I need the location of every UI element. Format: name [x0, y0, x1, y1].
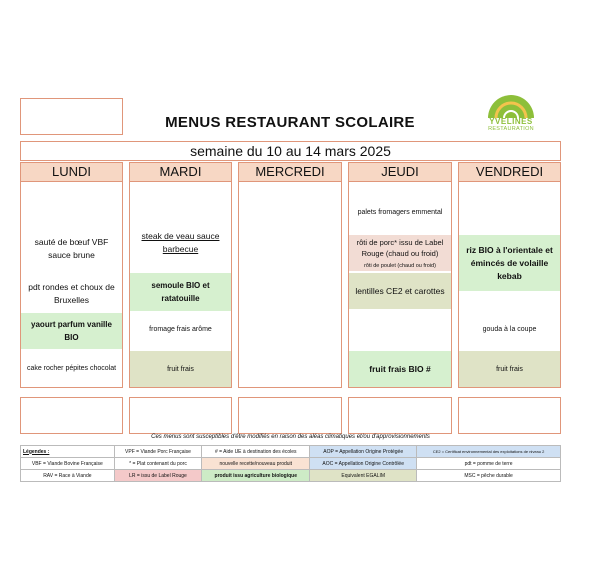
menu-cell: fruit frais [459, 351, 560, 387]
day-column-mercredi: MERCREDI [238, 162, 342, 388]
legend-table: Légendes : VPF = Viande Porc Française #… [20, 445, 561, 482]
disclaimer-note: Ces menus sont susceptibles d'être modif… [151, 434, 430, 440]
legend-cell: CE2 = Certificat environnemental des exp… [416, 445, 561, 458]
day-column-vendredi: VENDREDI riz BIO à l'orientale et émincé… [458, 162, 561, 388]
legend-cell: produit issu agriculture biologique [201, 469, 311, 482]
bottom-box-mercredi [238, 397, 342, 434]
day-header: LUNDI [21, 163, 122, 182]
menu-cell: lentilles CE2 et carottes [349, 273, 451, 309]
day-column-mardi: MARDI steak de veau sauce barbecue semou… [129, 162, 232, 388]
day-header: MERCREDI [239, 163, 341, 182]
logo-text: YVELINES [489, 117, 533, 126]
menu-cell: sauté de bœuf VBF sauce brune [34, 237, 109, 260]
menu-cell: pdt rondes et choux de Bruxelles [28, 282, 115, 305]
logo-subtext: RESTAURATION [488, 126, 534, 132]
menu-cell: fromage frais arôme [149, 325, 212, 333]
legend-cell: * = Plat contenant du porc [113, 457, 203, 470]
menu-cell: cake rocher pépites chocolat [26, 364, 117, 372]
bottom-box-vendredi [458, 397, 561, 434]
menu-cell: palets fromagers emmental [357, 208, 443, 216]
day-header: JEUDI [349, 163, 451, 182]
day-column-jeudi: JEUDI palets fromagers emmental rôti de … [348, 162, 452, 388]
menu-cell: steak de veau sauce barbecue [141, 231, 220, 254]
legend-title: Légendes : [20, 445, 115, 458]
legend-cell: pdt = pomme de terre [416, 457, 561, 470]
blank-header-box [20, 98, 123, 135]
legend-cell: VBF = Viande Bovine Française [20, 457, 115, 470]
day-column-lundi: LUNDI sauté de bœuf VBF sauce brune pdt … [20, 162, 123, 388]
legend-cell: nouvelle recette/nouveau produit [201, 457, 311, 470]
legend-cell: MSC = pêche durable [416, 469, 561, 482]
yvelines-logo-icon [488, 95, 534, 119]
menu-cell: rôti de porc* issu de Label Rouge (chaud… [349, 235, 451, 261]
menu-cell: semoule BIO et ratatouille [130, 273, 231, 311]
legend-cell: AOC = Appellation Origine Contrôlée [309, 457, 418, 470]
page-title: MENUS RESTAURANT SCOLAIRE [165, 114, 415, 131]
legend-cell: # = Aide UE à destination des écoles [201, 445, 311, 458]
menu-cell: fruit frais BIO # [349, 351, 451, 387]
legend-cell: LR = issu de Label Rouge [113, 469, 203, 482]
menu-cell: gouda à la coupe [482, 325, 537, 333]
week-banner: semaine du 10 au 14 mars 2025 [20, 141, 561, 161]
day-header: VENDREDI [459, 163, 560, 182]
day-header: MARDI [130, 163, 231, 182]
legend-cell: Equivalent EGALIM [309, 469, 418, 482]
menu-subnote: rôti de poulet (chaud ou froid) [349, 261, 451, 271]
menu-cell: riz BIO à l'orientale et émincés de vola… [459, 235, 560, 291]
bottom-box-jeudi [348, 397, 452, 434]
menu-cell: fruit frais [130, 351, 231, 387]
legend-cell: VPF = Viande Porc Française [113, 445, 203, 458]
legend-cell: RAV = Race à Viande [20, 469, 115, 482]
legend-cell: AOP = Appellation Origine Protégée [309, 445, 418, 458]
bottom-box-mardi [129, 397, 232, 434]
menu-cell: yaourt parfum vanille BIO [21, 313, 122, 349]
bottom-box-lundi [20, 397, 123, 434]
